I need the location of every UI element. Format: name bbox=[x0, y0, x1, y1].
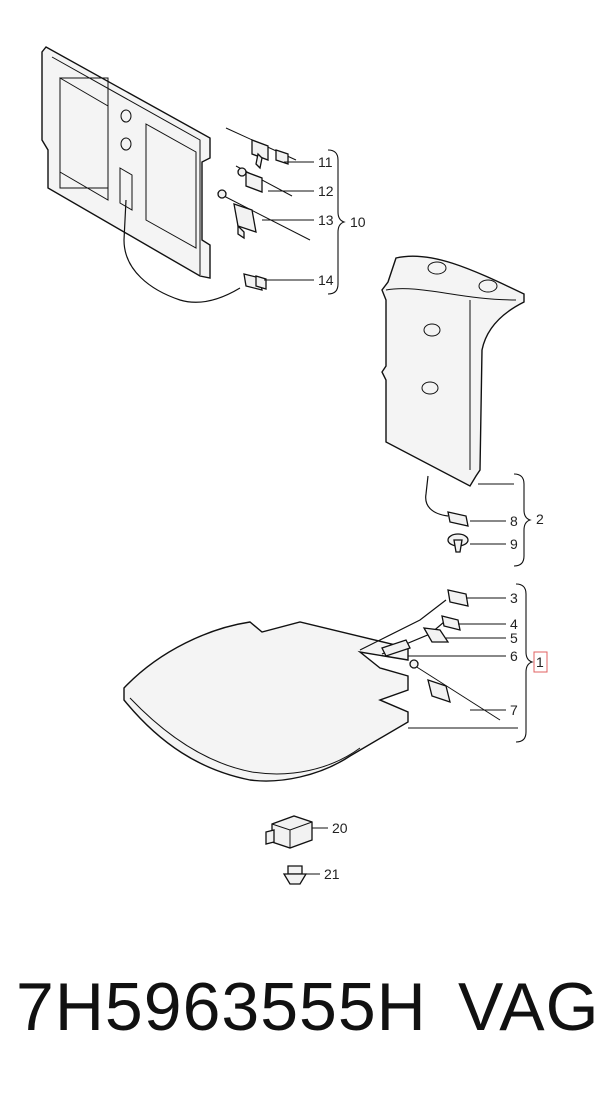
brace-2 bbox=[513, 473, 532, 567]
callout-20: 20 bbox=[332, 820, 348, 836]
brand-name: VAG bbox=[458, 969, 600, 1045]
holder-13 bbox=[217, 189, 311, 241]
connector-14 bbox=[243, 273, 267, 291]
connector-8 bbox=[447, 511, 469, 527]
clip-5 bbox=[422, 627, 450, 643]
callout-10: 10 bbox=[350, 214, 366, 230]
backrest-heating-element bbox=[381, 255, 525, 517]
callout-6: 6 bbox=[510, 648, 518, 664]
callout-13: 13 bbox=[318, 212, 334, 228]
callout-7: 7 bbox=[510, 702, 518, 718]
callout-12: 12 bbox=[318, 183, 334, 199]
callout-2: 2 bbox=[536, 511, 544, 527]
callout-5: 5 bbox=[510, 630, 518, 646]
part-number: 7H5963555H bbox=[16, 969, 427, 1045]
clip-21 bbox=[282, 865, 308, 885]
callout-9: 9 bbox=[510, 536, 518, 552]
cable-tie-11 bbox=[225, 127, 297, 170]
brace-10 bbox=[327, 149, 346, 295]
callout-14: 14 bbox=[318, 272, 334, 288]
callout-1-highlight bbox=[533, 651, 548, 673]
clip-9 bbox=[447, 533, 469, 553]
control-unit-20 bbox=[265, 815, 313, 849]
backrest-heating-mat bbox=[41, 46, 241, 303]
holder-7 bbox=[409, 659, 501, 721]
callout-1: 1 bbox=[536, 654, 544, 670]
clip-6 bbox=[381, 639, 411, 657]
callout-21: 21 bbox=[324, 866, 340, 882]
callout-3: 3 bbox=[510, 590, 518, 606]
callout-4: 4 bbox=[510, 616, 518, 632]
brace-1 bbox=[515, 583, 534, 743]
cushion-heating-element bbox=[123, 621, 409, 782]
connector-4 bbox=[441, 615, 461, 631]
connector-3 bbox=[447, 589, 469, 607]
callout-8: 8 bbox=[510, 513, 518, 529]
exploded-parts-diagram: 11 12 13 14 10 8 9 2 bbox=[41, 46, 548, 885]
callout-11: 11 bbox=[318, 154, 333, 170]
